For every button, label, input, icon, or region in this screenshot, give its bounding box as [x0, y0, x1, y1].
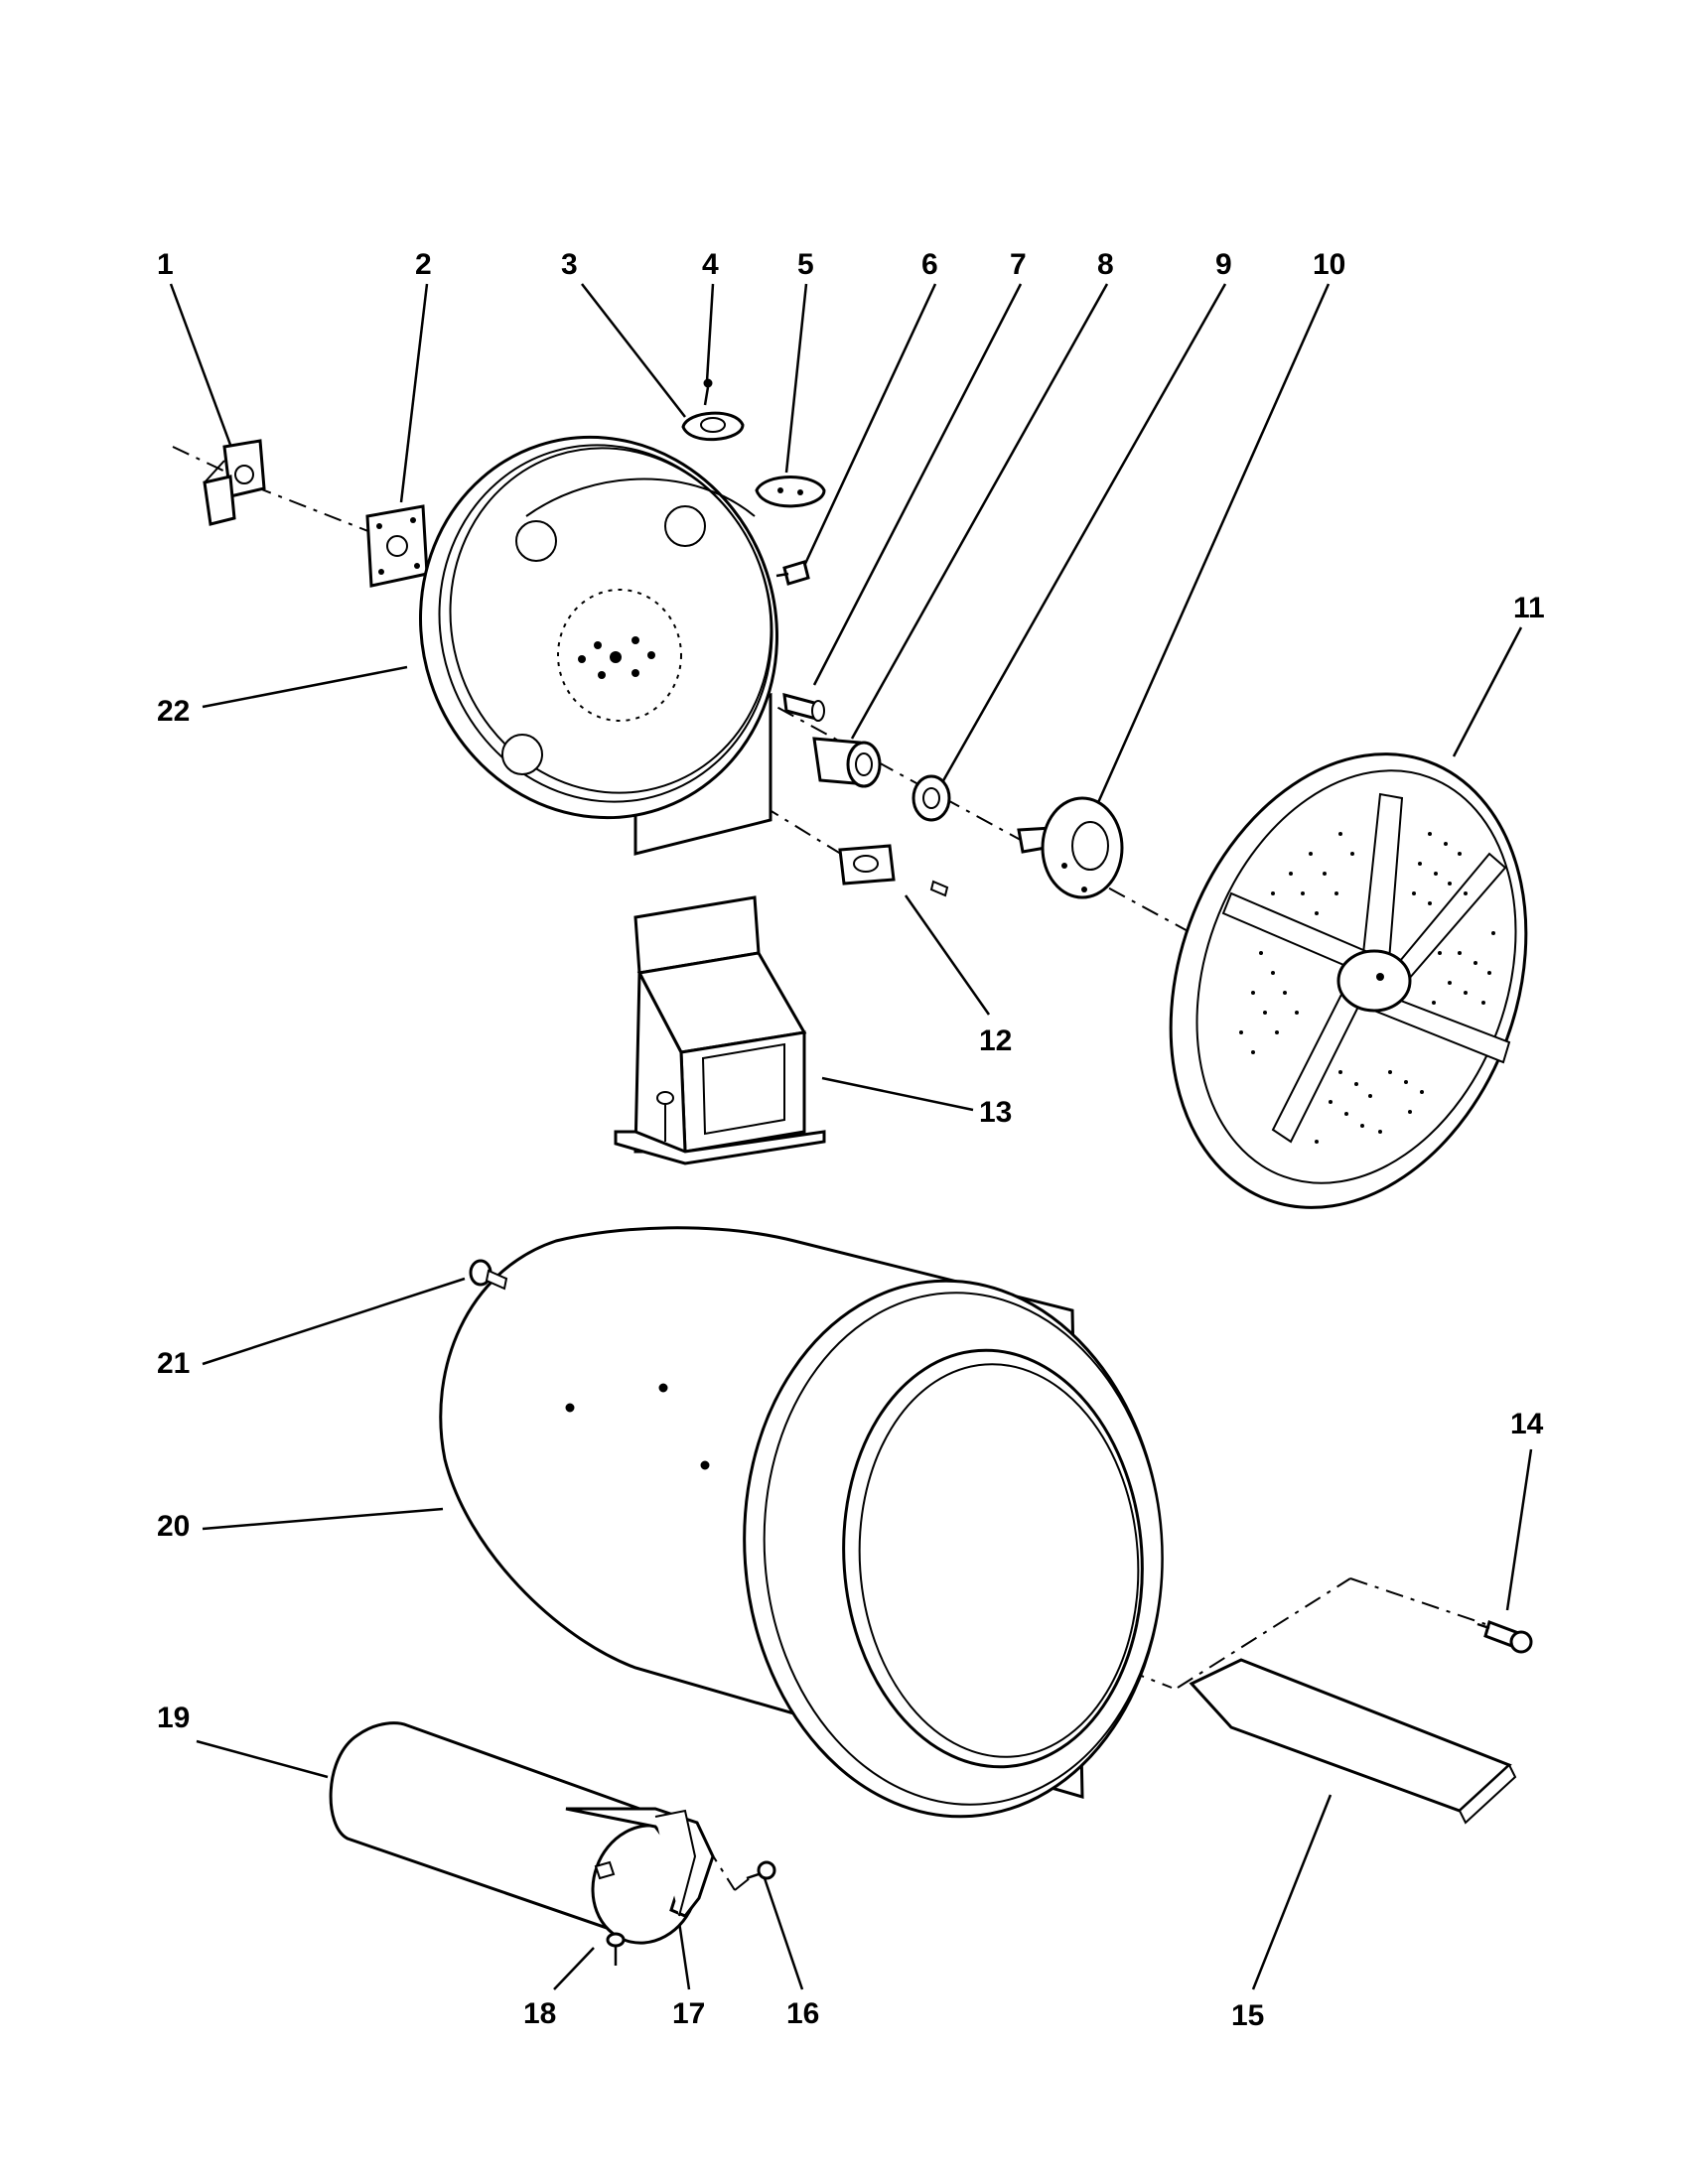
part-15-drum-vane	[1189, 1658, 1517, 1825]
callout-8: 8	[1097, 248, 1114, 281]
part-3-retainer-clip	[681, 411, 745, 442]
leader-18	[553, 1947, 595, 1990]
callout-3: 3	[561, 248, 578, 281]
part-2-bearing-plate	[365, 504, 429, 588]
part-20-drum	[439, 1226, 1164, 1819]
leader-20	[202, 1507, 444, 1531]
part-22-rear-bulkhead	[419, 435, 778, 856]
leader-11	[1452, 626, 1523, 757]
leader-16	[763, 1877, 804, 1990]
part-5-thermostat	[755, 476, 826, 508]
leader-15	[1251, 1794, 1333, 1990]
callout-13: 13	[979, 1096, 1012, 1129]
part-4-screw	[703, 378, 713, 406]
part-17-heater-bracket	[565, 1807, 715, 1918]
leader-9	[939, 283, 1227, 785]
callout-21: 21	[157, 1347, 190, 1380]
part-14-screw	[1476, 1620, 1533, 1654]
callout-19: 19	[157, 1702, 190, 1734]
leader-13	[821, 1076, 974, 1112]
callout-6: 6	[921, 248, 938, 281]
callout-9: 9	[1215, 248, 1232, 281]
part-21-screw	[469, 1259, 508, 1291]
leader-4	[705, 283, 715, 382]
part-10-drum-shaft-hub	[1017, 796, 1124, 899]
part-18-screw	[606, 1932, 626, 1966]
leader-22	[202, 665, 408, 709]
callout-14: 14	[1510, 1408, 1544, 1440]
leader-10	[1090, 283, 1331, 817]
leader-6	[802, 283, 937, 567]
callout-2: 2	[415, 248, 432, 281]
leader-2	[399, 283, 429, 503]
callout-labels: 1 2 3 4 5 6 7 8 9 10 11 12 13 14 15 16 1…	[157, 248, 1545, 2032]
leader-12	[904, 894, 991, 1016]
callout-12: 12	[979, 1024, 1012, 1057]
callout-11: 11	[1513, 592, 1545, 624]
part-19-heater-box	[329, 1721, 700, 1945]
callout-22: 22	[157, 695, 190, 728]
leader-lines	[169, 283, 1533, 1990]
leader-1	[169, 283, 232, 446]
part-8-bushing	[812, 737, 882, 788]
part-7-screw	[782, 692, 825, 722]
part-6-screw	[775, 560, 810, 586]
part-11-rear-drum-baffle	[1169, 752, 1528, 1209]
callout-4: 4	[702, 248, 719, 281]
callout-20: 20	[157, 1510, 190, 1543]
leader-7	[812, 283, 1023, 686]
leader-21	[202, 1277, 466, 1366]
callout-10: 10	[1313, 248, 1345, 281]
baffle-perforations	[1239, 832, 1495, 1144]
leader-5	[784, 283, 808, 474]
leader-8	[850, 283, 1109, 740]
leader-17	[677, 1921, 691, 1990]
leader-14	[1505, 1448, 1533, 1611]
callout-16: 16	[786, 1997, 819, 2030]
callout-5: 5	[797, 248, 814, 281]
callout-15: 15	[1231, 1999, 1264, 2032]
part-16-screw	[746, 1860, 776, 1880]
part-12-clamp-plate	[838, 844, 949, 897]
leader-3	[581, 283, 686, 418]
callout-7: 7	[1010, 248, 1027, 281]
part-1-bracket	[203, 439, 266, 526]
part-13-duct-support	[614, 895, 826, 1165]
leader-19	[196, 1739, 329, 1779]
callout-1: 1	[157, 248, 174, 281]
callout-17: 17	[672, 1997, 705, 2030]
callout-18: 18	[523, 1997, 556, 2030]
part-9-washer	[912, 774, 951, 822]
